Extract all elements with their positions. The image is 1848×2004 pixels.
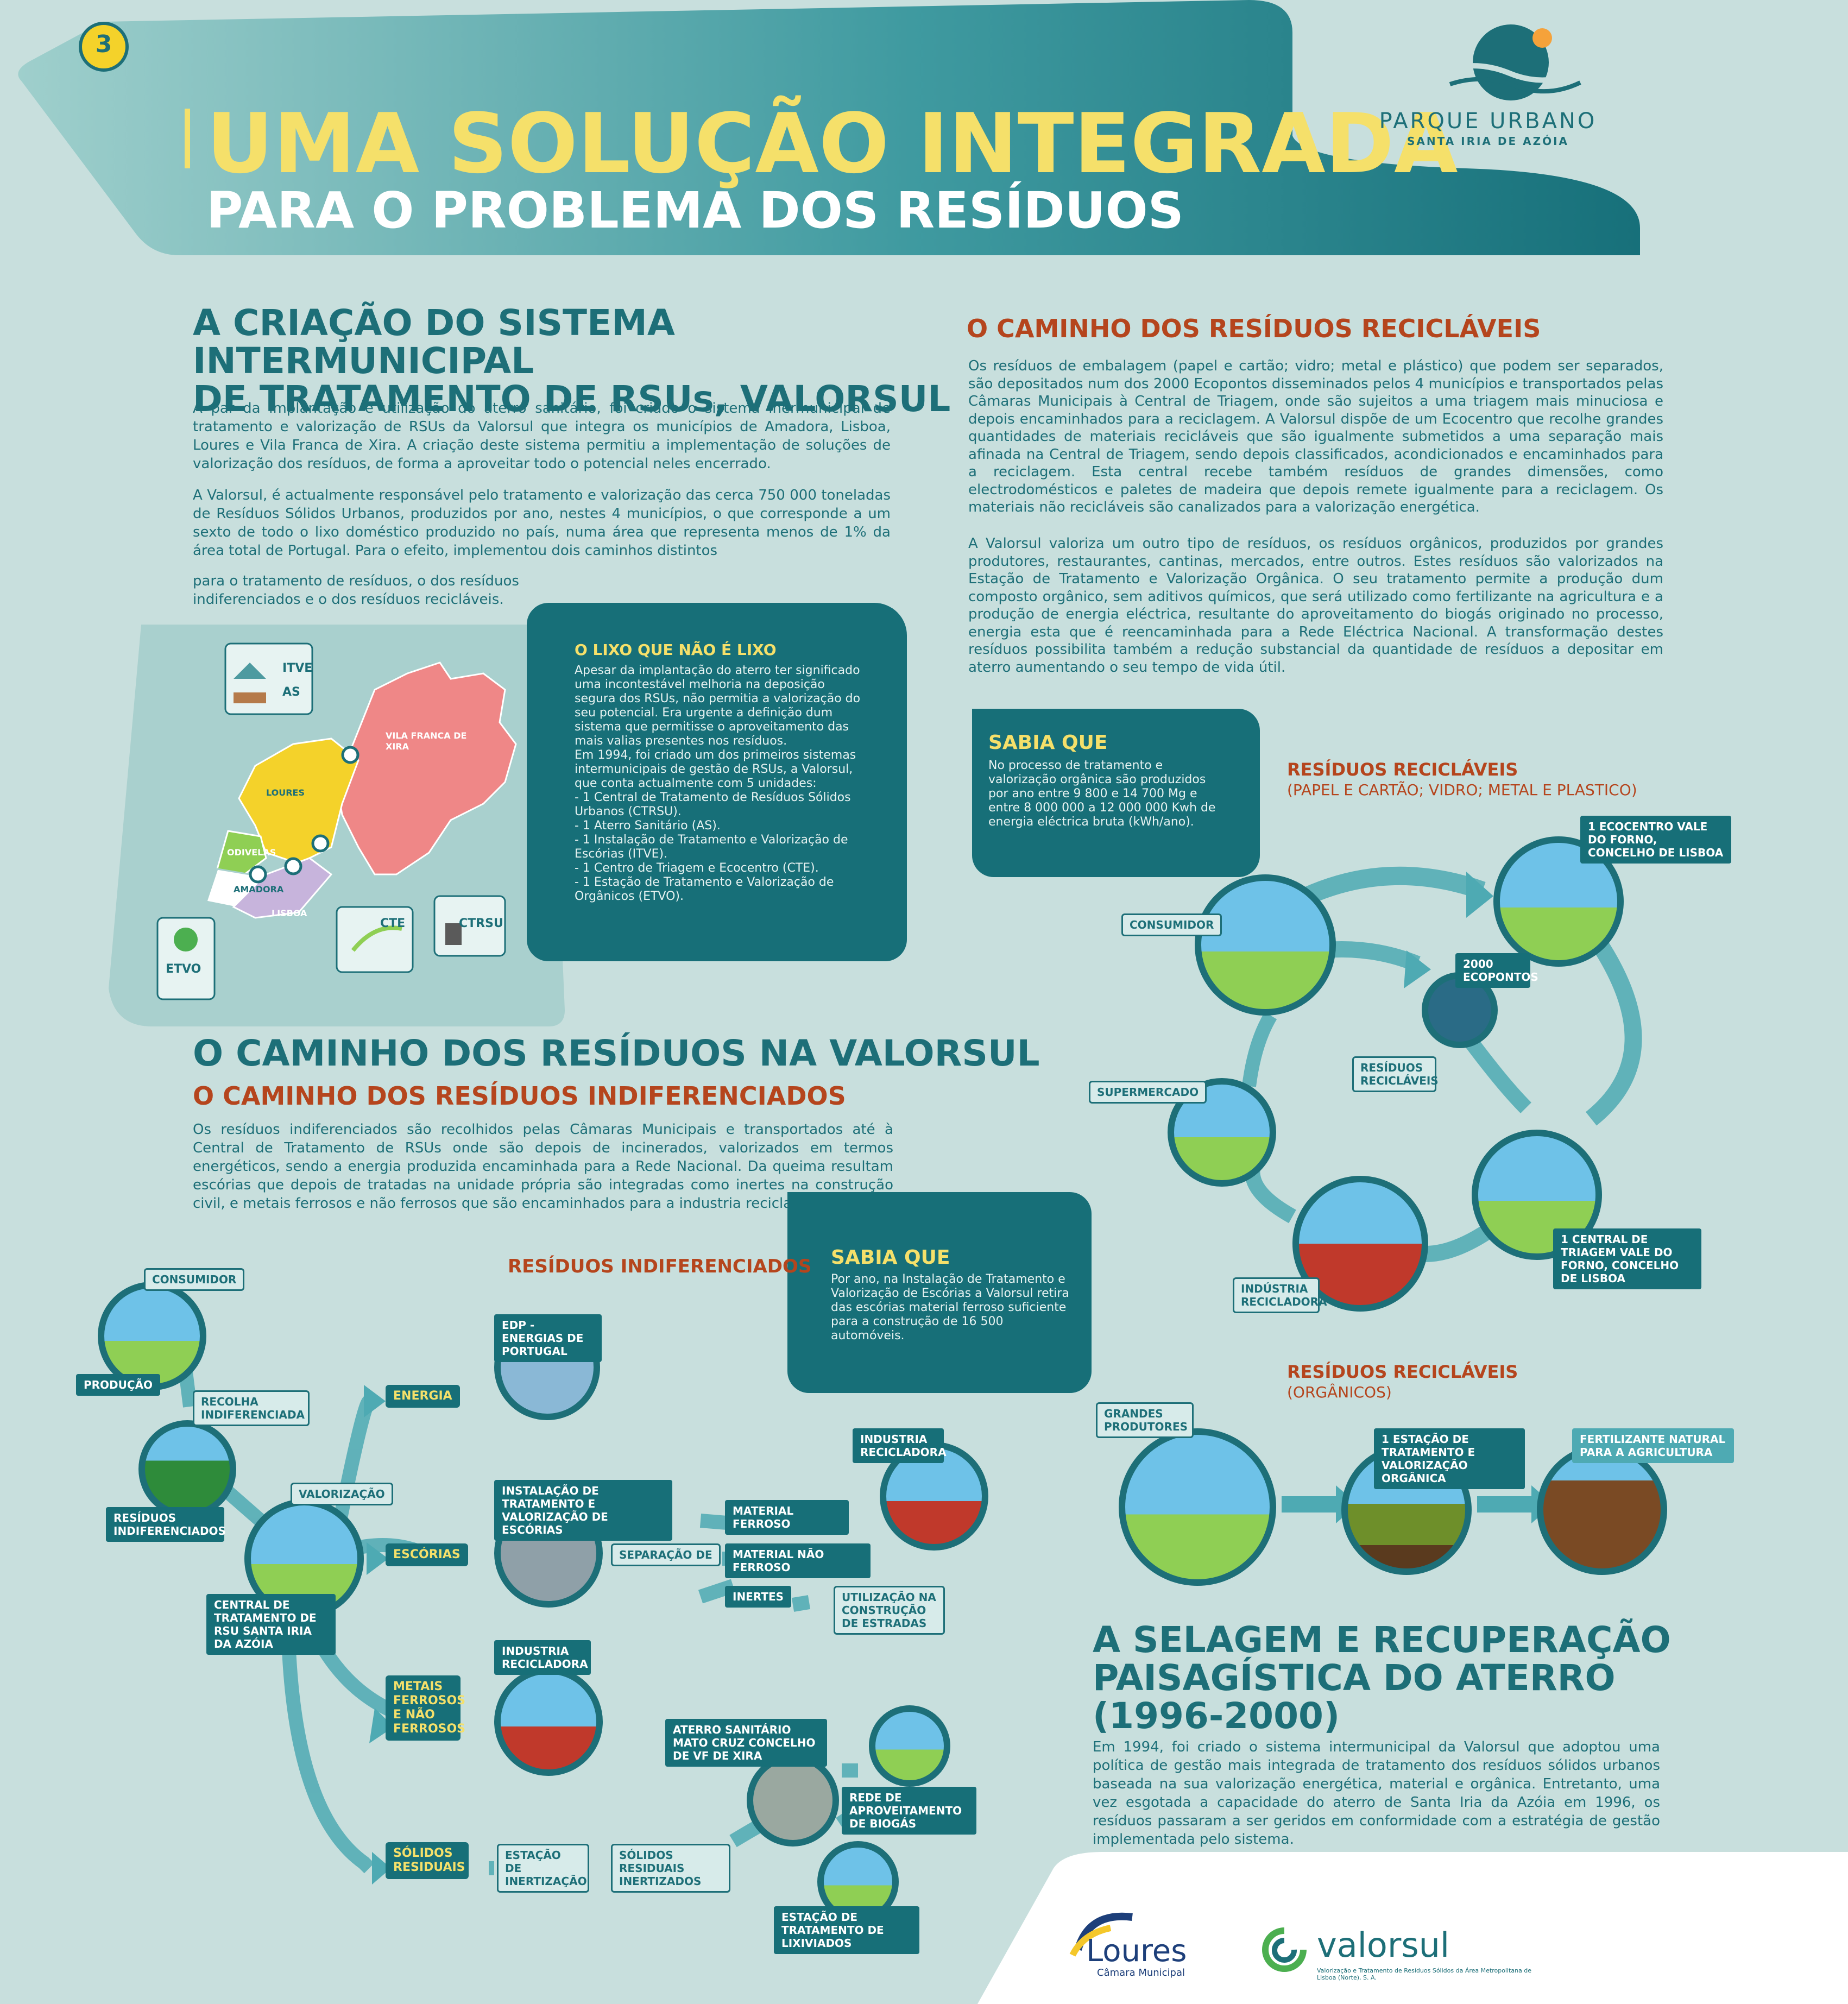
caminho-title: O CAMINHO DOS RESÍDUOS NA VALORSUL <box>193 1032 1040 1074</box>
organicos-label-fertilizante: FERTILIZANTE NATURAL PARA A AGRICULTURA <box>1572 1428 1734 1463</box>
map-label-amadora: AMADORA <box>234 884 284 894</box>
organicos-label-produtores: GRANDES PRODUTORES <box>1096 1402 1194 1438</box>
selagem-title: A SELAGEM E RECUPERAÇÃO PAISAGÍSTICA DO … <box>1093 1619 1671 1737</box>
indif-label-producao: PRODUÇÃO <box>76 1374 161 1396</box>
loures-logo-mark <box>1069 1912 1133 1957</box>
indif-label-naoferroso: MATERIAL NÃO FERROSO <box>725 1543 871 1578</box>
indif-label-residuos: RESÍDUOS INDIFERENCIADOS <box>106 1507 226 1542</box>
sabia2-text: Por ano, na Instalação de Tratamento e V… <box>831 1272 1069 1343</box>
page-title: UMA SOLUÇÃO INTEGRADA <box>206 96 1458 192</box>
map-label-cte: CTE <box>380 917 406 930</box>
valorsul-paragraph-2: A Valorsul, é actualmente responsável pe… <box>193 487 891 559</box>
map-legend-as: AS <box>282 685 300 699</box>
indif-label-central: CENTRAL DE TRATAMENTO DE RSU SANTA IRIA … <box>206 1594 336 1655</box>
cycle-label-consumidor: CONSUMIDOR <box>1121 913 1222 936</box>
industria-recicladora-2-circle <box>494 1667 603 1776</box>
logo-subtitle: SANTA IRIA DE AZÓIA <box>1407 135 1569 148</box>
aterro-image <box>747 1754 839 1847</box>
logo-name: PARQUE URBANO <box>1379 109 1597 134</box>
indif-title: RESÍDUOS INDIFERENCIADOS <box>508 1256 812 1277</box>
map-label-loures: LOURES <box>266 787 305 798</box>
reciclaveis-title: O CAMINHO DOS RESÍDUOS RECICLÁVEIS <box>967 314 1541 343</box>
indif-label-inertizacao: ESTAÇÃO DE INERTIZAÇÃO <box>497 1844 589 1893</box>
loures-subtitle: Câmara Municipal <box>1097 1967 1185 1978</box>
indif-label-aterro: ATERRO SANITÁRIO MATO CRUZ CONCELHO DE V… <box>665 1719 827 1767</box>
selagem-text: Em 1994, foi criado o sistema intermunic… <box>1093 1739 1660 1848</box>
indif-label-edp: EDP - ENERGIAS DE PORTUGAL <box>494 1314 602 1362</box>
indif-label-lixiviados: ESTAÇÃO DE TRATAMENTO DE LIXIVIADOS <box>774 1906 919 1954</box>
indif-label-separacao: SEPARAÇÃO DE <box>611 1543 721 1566</box>
organicos-label-estacao: 1 ESTAÇÃO DE TRATAMENTO E VALORIZAÇÃO OR… <box>1374 1428 1525 1489</box>
indif-label-ferroso: MATERIAL FERROSO <box>725 1500 849 1535</box>
cycle-title: RESÍDUOS RECICLÁVEIS <box>1287 759 1518 780</box>
caminho-text: Os resíduos indiferenciados são recolhid… <box>193 1121 893 1212</box>
map-legend-itve: ITVE <box>282 661 313 675</box>
indif-label-inertizados: SÓLIDOS RESIDUAIS INERTIZADOS <box>611 1844 730 1893</box>
cycle-label-residuos: RESÍDUOS RECICLÁVEIS <box>1352 1056 1439 1092</box>
map-label-lisboa: LISBOA <box>272 908 307 918</box>
map-panel <box>109 625 565 1026</box>
indif-label-energia: ENERGIA <box>386 1385 460 1408</box>
sabia1-title: SABIA QUE <box>988 732 1108 754</box>
contentor-image <box>138 1420 236 1518</box>
footer-panel <box>977 1852 1848 2004</box>
reciclaveis-paragraph-1: Os resíduos de embalagem (papel e cartão… <box>968 358 1663 515</box>
indif-label-instalacao: INSTALAÇÃO DE TRATAMENTO E VALORIZAÇÃO D… <box>494 1480 672 1541</box>
cycle-label-ecopontos: 2000 ECOPONTOS <box>1455 953 1538 988</box>
valorsul-logo-mark <box>1262 1927 1307 1972</box>
indif-label-industria1: INDUSTRIA RECICLADORA <box>853 1428 947 1463</box>
valorsul-name: valorsul <box>1317 1925 1450 1965</box>
indif-label-recolha: RECOLHA INDIFERENCIADA <box>193 1390 310 1426</box>
map-label-ctrsu: CTRSU <box>459 917 503 930</box>
organicos-subtitle: (ORGÂNICOS) <box>1287 1383 1392 1401</box>
sabia-que-box-1: SABIA QUE No processo de tratamento e va… <box>972 709 1260 877</box>
loures-name: Loures <box>1086 1933 1187 1969</box>
cycle-subtitle: (PAPEL E CARTÃO; VIDRO; METAL E PLASTICO… <box>1287 781 1637 799</box>
cycle-label-ecocentro: 1 ECOCENTRO VALE DO FORNO, CONCELHO DE L… <box>1580 816 1731 864</box>
organicos-title: RESÍDUOS RECICLÁVEIS <box>1287 1362 1518 1382</box>
indif-label-inertes: INERTES <box>725 1586 792 1608</box>
caminho-subtitle: O CAMINHO DOS RESÍDUOS INDIFERENCIADOS <box>193 1081 846 1111</box>
cycle-label-triagem: 1 CENTRAL DE TRIAGEM VALE DO FORNO, CONC… <box>1553 1228 1701 1289</box>
page-subtitle: PARA O PROBLEMA DOS RESÍDUOS <box>206 181 1184 240</box>
lixo-info-box: O LIXO QUE NÃO É LIXO Apesar da implanta… <box>527 603 907 961</box>
sabia1-text: No processo de tratamento e valorização … <box>988 759 1216 829</box>
header-banner <box>18 0 1641 255</box>
indif-label-consumidor: CONSUMIDOR <box>144 1268 245 1291</box>
map-label-etvo: ETVO <box>166 962 201 976</box>
sabia-que-box-2: SABIA QUE Por ano, na Instalação de Trat… <box>787 1192 1092 1393</box>
cycle-label-supermercado: SUPERMERCADO <box>1089 1081 1207 1104</box>
consumer-house-circle <box>1195 874 1336 1016</box>
valorsul-subtitle: Valorização e Tratamento de Resíduos Sól… <box>1317 1967 1532 1981</box>
map-label-odivelas: ODIVELAS <box>227 847 276 858</box>
lixo-box-title: O LIXO QUE NÃO É LIXO <box>575 641 777 659</box>
indif-label-solidos: SÓLIDOS RESIDUAIS <box>386 1842 469 1879</box>
indif-label-escorias: ESCÓRIAS <box>386 1543 468 1566</box>
parque-urbano-logo <box>1443 24 1581 100</box>
indif-label-industria2: INDUSTRIA RECICLADORA <box>494 1640 591 1675</box>
valorsul-paragraph-2b: para o tratamento de resíduos, o dos res… <box>193 573 519 589</box>
sabia2-title: SABIA QUE <box>831 1246 950 1269</box>
biogas-image <box>869 1705 950 1787</box>
valorsul-paragraph-1: A par da implantação e utilização do ate… <box>193 400 891 472</box>
valorsul-title: A CRIAÇÃO DO SISTEMA INTERMUNICIPAL DE T… <box>193 302 951 420</box>
page-number-badge: 3 <box>79 22 129 72</box>
lixo-box-text: Apesar da implantação do aterro ter sign… <box>575 664 861 903</box>
indif-label-utilizacao: UTILIZAÇÃO NA CONSTRUÇÃO DE ESTRADAS <box>834 1586 945 1635</box>
valorsul-paragraph-2c: indiferenciados e o dos resíduos reciclá… <box>193 591 504 608</box>
fertilizante-circle <box>1537 1445 1667 1575</box>
reciclaveis-paragraph-2: A Valorsul valoriza um outro tipo de res… <box>968 535 1663 676</box>
title-accent-bar <box>185 109 190 168</box>
cycle-label-industria: INDÚSTRIA RECICLADORA <box>1233 1277 1327 1313</box>
map-label-vfx: VILA FRANCA DE XIRA <box>386 730 467 752</box>
produtores-circle <box>1119 1428 1276 1586</box>
indif-label-metais: METAIS FERROSOS E NÃO FERROSOS <box>386 1675 465 1741</box>
indif-label-biogas: REDE DE APROVEITAMENTO DE BIOGÁS <box>842 1787 976 1835</box>
indif-label-valorizacao: VALORIZAÇÃO <box>291 1483 393 1505</box>
